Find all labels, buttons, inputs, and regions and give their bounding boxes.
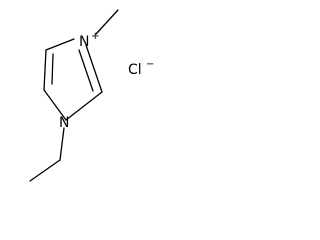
chloride-label: Cl (128, 62, 142, 78)
bond-n3-c2-inner (78, 49, 94, 92)
atom-n1-label: N (59, 115, 69, 131)
molecule-drawing: N + N Cl − (0, 0, 164, 186)
bond-c4-n3 (45, 38, 75, 51)
bond-n1-ch2 (59, 127, 65, 161)
bond-ch2-ch3 (29, 159, 61, 182)
bond-n1-c5 (43, 89, 67, 121)
bond-n3-methyl (95, 9, 119, 35)
bond-c5-c4 (43, 49, 47, 91)
bond-n3-c2 (85, 44, 103, 93)
background (0, 0, 164, 186)
atom-n3-charge: + (91, 31, 99, 42)
structure-diagram: N + N Cl − (0, 0, 164, 186)
bond-c2-n1 (65, 91, 103, 121)
bond-c5-c4-inner (51, 53, 54, 85)
chloride-charge: − (146, 59, 154, 70)
atom-n3-label: N (79, 34, 89, 50)
